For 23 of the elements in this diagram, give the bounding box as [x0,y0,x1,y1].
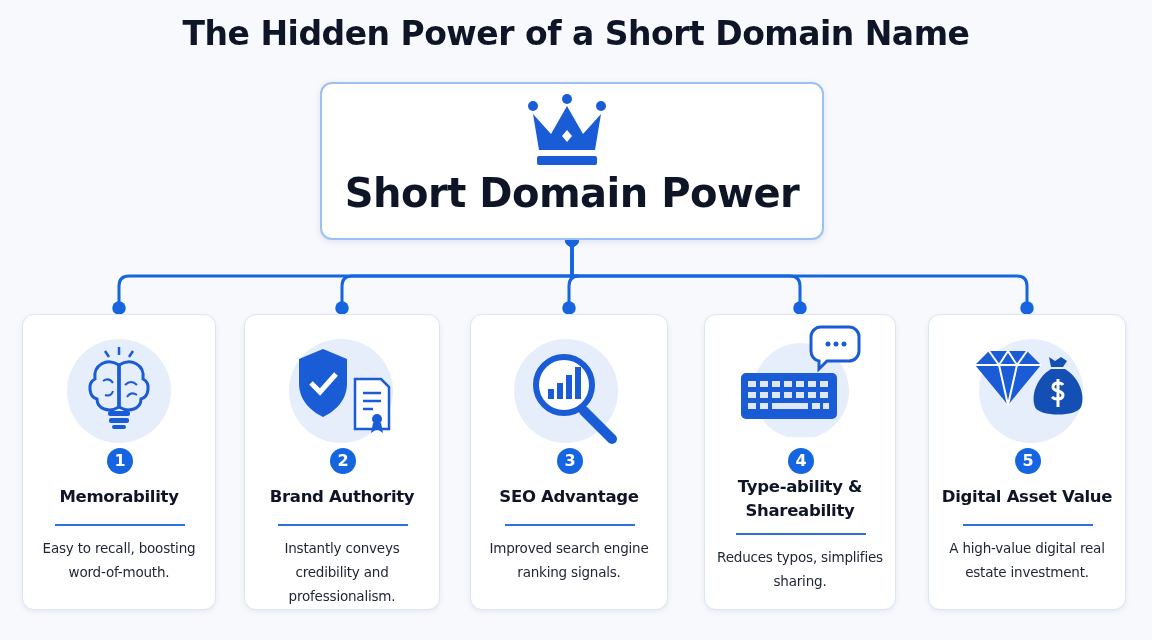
feature-card [244,314,440,610]
central-heading: Short Domain Power [343,170,801,216]
feature-card [470,314,668,610]
card-description: Improved search engine ranking signals. [488,539,650,582]
card-heading: Brand Authority [268,486,416,508]
step-number: 2 [330,448,356,474]
card-heading: Digital Asset Value [940,486,1114,508]
title: The Hidden Power of a Short Domain Name [181,14,971,53]
card-heading: Type-ability & Shareability [736,476,864,522]
card-heading: SEO Advantage [498,486,640,508]
card-description: A high-value digital real estate investment. [948,539,1106,582]
card-heading: Memorability [58,486,180,508]
central-box [320,82,824,240]
step-number: 5 [1015,448,1041,474]
step-number: 1 [107,448,133,474]
feature-card [704,314,896,610]
feature-card [22,314,216,610]
card-description: Reduces typos, simplifies sharing. [716,548,884,591]
step-number: 3 [557,448,583,474]
step-number: 4 [788,448,814,474]
feature-card [928,314,1126,610]
card-description: Easy to recall, boosting word-of-mouth. [41,539,197,582]
card-description: Instantly conveys credibility and professionalism. [283,539,401,606]
